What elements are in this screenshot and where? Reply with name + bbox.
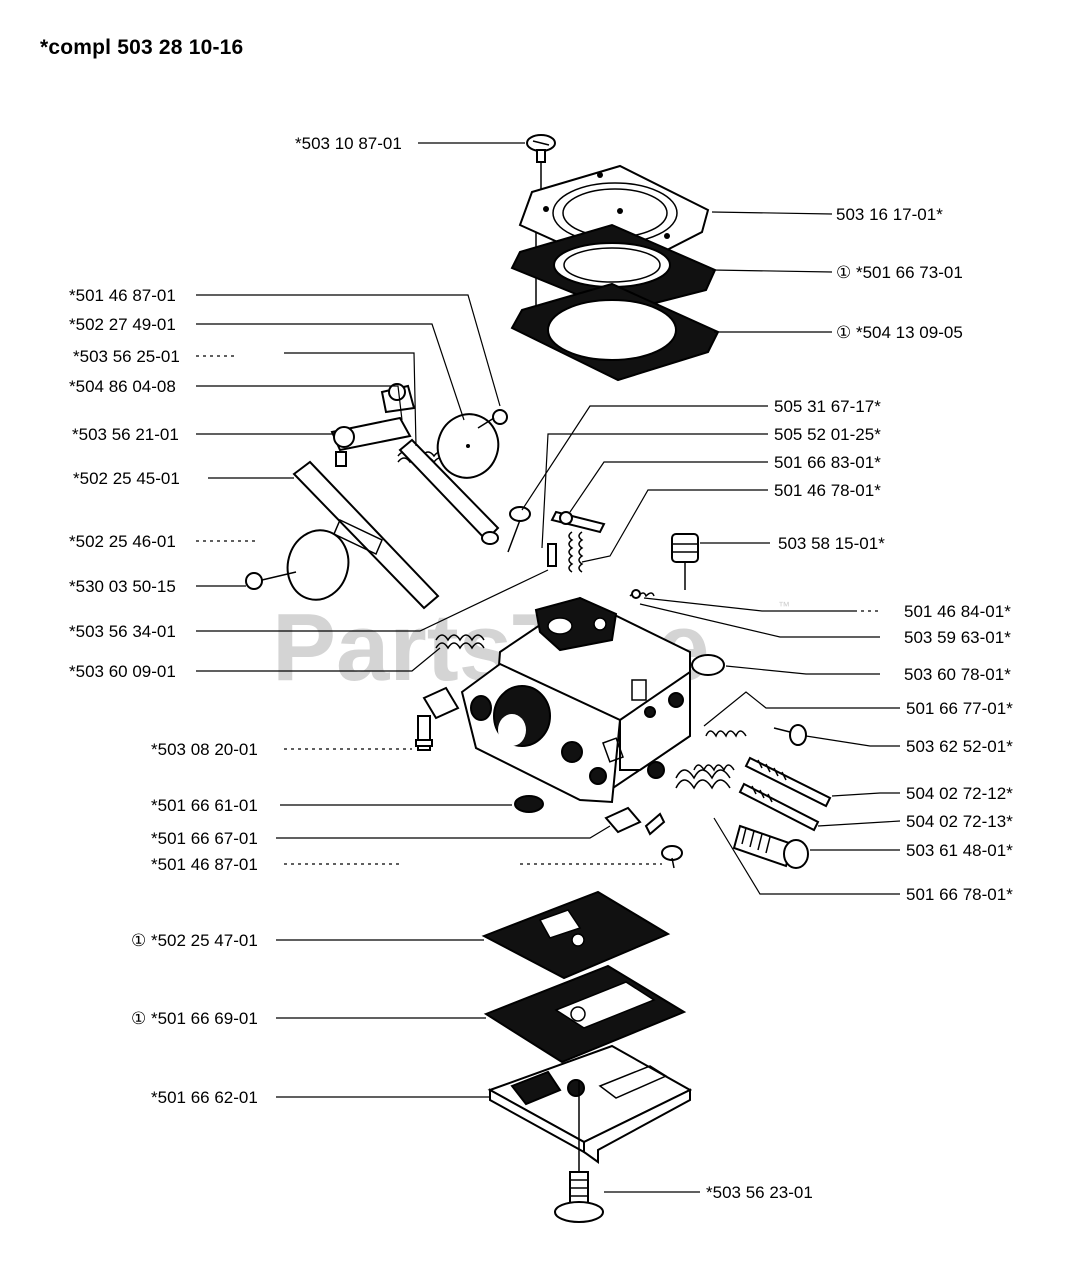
leader-c25 bbox=[831, 792, 900, 797]
cover-screw bbox=[526, 134, 556, 163]
callout-c36: *503 56 23-01 bbox=[706, 1183, 813, 1202]
callout-c08: *504 86 04-08 bbox=[69, 377, 176, 396]
callout-c18: 501 46 78-01* bbox=[774, 481, 881, 500]
needle-springs bbox=[675, 730, 747, 790]
throttle-plate bbox=[436, 413, 500, 479]
callout-c01: *503 10 87-01 bbox=[295, 134, 402, 153]
pump-screw bbox=[661, 845, 683, 869]
leader-c31 bbox=[276, 825, 611, 839]
callout-c14: *503 60 09-01 bbox=[69, 662, 176, 681]
limiter-screw bbox=[773, 724, 807, 746]
callout-c22: 503 60 78-01* bbox=[904, 665, 1011, 684]
callout-c12: *530 03 50-15 bbox=[69, 577, 176, 596]
metering-gasket bbox=[510, 282, 720, 382]
welch-plug bbox=[691, 654, 725, 676]
leader-c03 bbox=[711, 269, 833, 273]
idle-speed-screw bbox=[732, 824, 809, 869]
callout-c20: 501 46 84-01* bbox=[904, 602, 1011, 621]
callout-c05: *501 46 87-01 bbox=[69, 286, 176, 305]
leader-c28 bbox=[713, 817, 900, 895]
callout-c26: 504 02 72-13* bbox=[906, 812, 1013, 831]
callout-c06: *502 27 49-01 bbox=[69, 315, 176, 334]
leader-c05 bbox=[196, 294, 501, 407]
leader-c22 bbox=[725, 665, 880, 675]
callout-c07: *503 56 25-01 bbox=[73, 347, 180, 366]
callout-c15: 505 31 67-17* bbox=[774, 397, 881, 416]
callout-c29: *503 08 20-01 bbox=[151, 740, 258, 759]
carburetor-body bbox=[460, 596, 691, 804]
leader-c13 bbox=[196, 569, 549, 632]
fuel-screen bbox=[514, 795, 544, 813]
low-speed-needle bbox=[738, 782, 820, 832]
high-speed-needle bbox=[744, 756, 832, 808]
leader-c21 bbox=[639, 603, 880, 638]
callout-c09: *503 56 21-01 bbox=[72, 425, 179, 444]
check-valve-pin bbox=[604, 806, 666, 836]
choke-shaft bbox=[292, 451, 440, 610]
pump-gasket bbox=[481, 890, 671, 980]
leader-c24 bbox=[805, 735, 900, 747]
leader-c06 bbox=[196, 323, 465, 421]
callout-c31: *501 66 67-01 bbox=[151, 829, 258, 848]
choke-spring bbox=[435, 634, 485, 650]
page-title: *compl 503 28 10-16 bbox=[40, 36, 244, 59]
choke-plate bbox=[286, 529, 350, 601]
callout-c25: 504 02 72-12* bbox=[906, 784, 1013, 803]
callout-c23: 501 66 77-01* bbox=[906, 699, 1013, 718]
callout-c11: *502 25 46-01 bbox=[69, 532, 176, 551]
throttle-lever bbox=[330, 383, 416, 452]
choke-plate-screw bbox=[245, 571, 297, 590]
fuel-inlet-fitting bbox=[415, 686, 460, 751]
callout-c21: 503 59 63-01* bbox=[904, 628, 1011, 647]
pump-cover-screw bbox=[554, 1171, 604, 1223]
leader-c02 bbox=[711, 211, 833, 215]
inlet-needle bbox=[547, 543, 557, 567]
throttle-shaft bbox=[398, 438, 500, 545]
leader-c14 bbox=[196, 647, 441, 672]
callout-c34: ① *501 66 69-01 bbox=[131, 1009, 258, 1028]
leader-c26 bbox=[817, 820, 901, 827]
callout-c13: *503 56 34-01 bbox=[69, 622, 176, 641]
leader-c23 bbox=[703, 691, 900, 727]
callout-c17: 501 66 83-01* bbox=[774, 453, 881, 472]
leader-c18 bbox=[581, 489, 768, 563]
leader-c07b bbox=[284, 352, 417, 447]
inlet-spring bbox=[568, 531, 584, 573]
callout-c16: 505 52 01-25* bbox=[774, 425, 881, 444]
metering-diaphragm bbox=[510, 223, 717, 314]
inlet-lever-screw bbox=[507, 506, 531, 553]
callout-c27: 503 61 48-01* bbox=[906, 841, 1013, 860]
callout-c02: 503 16 17-01* bbox=[836, 205, 943, 224]
callout-c30: *501 66 61-01 bbox=[151, 796, 258, 815]
leader-c16 bbox=[541, 433, 768, 549]
callout-c19: 503 58 15-01* bbox=[778, 534, 885, 553]
callout-c35: *501 66 62-01 bbox=[151, 1088, 258, 1107]
callout-c10: *502 25 45-01 bbox=[73, 469, 180, 488]
welch-plug-cap bbox=[671, 533, 699, 563]
callout-c24: 503 62 52-01* bbox=[906, 737, 1013, 756]
leader-c08 bbox=[196, 385, 403, 421]
callout-c03: ① *501 66 73-01 bbox=[836, 263, 963, 282]
pump-diaphragm bbox=[483, 964, 687, 1064]
leader-c17 bbox=[569, 461, 768, 513]
pump-cover bbox=[487, 1044, 693, 1164]
callout-c28: 501 66 78-01* bbox=[906, 885, 1013, 904]
throttle-plate-screw bbox=[477, 409, 508, 429]
callout-c32: *501 46 87-01 bbox=[151, 855, 258, 874]
small-screw bbox=[629, 589, 655, 599]
watermark-trademark: ™ bbox=[778, 599, 790, 613]
leader-c15 bbox=[521, 405, 768, 511]
leader-c20 bbox=[643, 597, 854, 612]
callout-c04: ① *504 13 09-05 bbox=[836, 323, 963, 342]
callout-c33: ① *502 25 47-01 bbox=[131, 931, 258, 950]
inlet-lever bbox=[550, 510, 606, 534]
